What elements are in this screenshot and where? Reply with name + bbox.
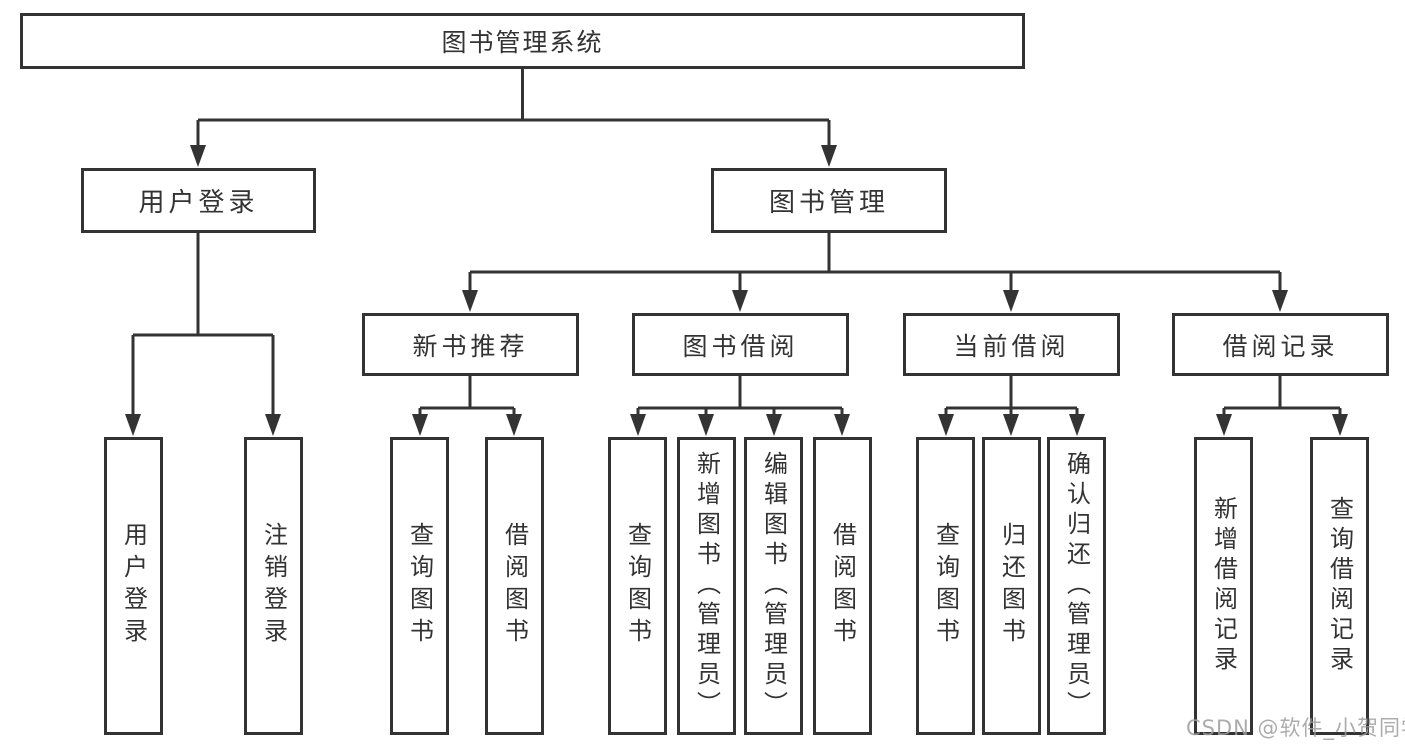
node-library-management-system: 图书管理系统 xyxy=(20,13,1025,69)
csdn-watermark: CSDN @软件_小贺同学 xyxy=(1186,716,1405,740)
leaf-add-book-admin: 新增图书（管理员） xyxy=(677,437,736,735)
leaf-edit-book-admin: 编辑图书（管理员） xyxy=(744,437,803,735)
leaf-add-borrow-record: 新增借阅记录 xyxy=(1194,437,1253,735)
node-user-login: 用户登录 xyxy=(81,168,316,233)
leaf-borrow-books-recommend: 借阅图书 xyxy=(485,437,544,735)
node-current-borrowing: 当前借阅 xyxy=(903,313,1120,376)
leaf-return-book: 归还图书 xyxy=(982,437,1041,735)
leaf-logout: 注销登录 xyxy=(244,437,303,735)
leaf-borrow-books-borrowing: 借阅图书 xyxy=(813,437,872,735)
node-borrow-records: 借阅记录 xyxy=(1172,313,1389,376)
leaf-query-books-borrowing: 查询图书 xyxy=(608,437,667,735)
leaf-confirm-return-admin: 确认归还（管理员） xyxy=(1047,437,1106,735)
leaf-user-login: 用户登录 xyxy=(104,437,163,735)
leaf-query-borrow-record: 查询借阅记录 xyxy=(1310,437,1369,735)
leaf-query-books-recommend: 查询图书 xyxy=(390,437,449,735)
node-book-borrowing: 图书借阅 xyxy=(632,313,849,376)
node-book-management: 图书管理 xyxy=(711,168,947,233)
node-new-book-recommend: 新书推荐 xyxy=(362,313,579,376)
leaf-query-books-current: 查询图书 xyxy=(916,437,975,735)
